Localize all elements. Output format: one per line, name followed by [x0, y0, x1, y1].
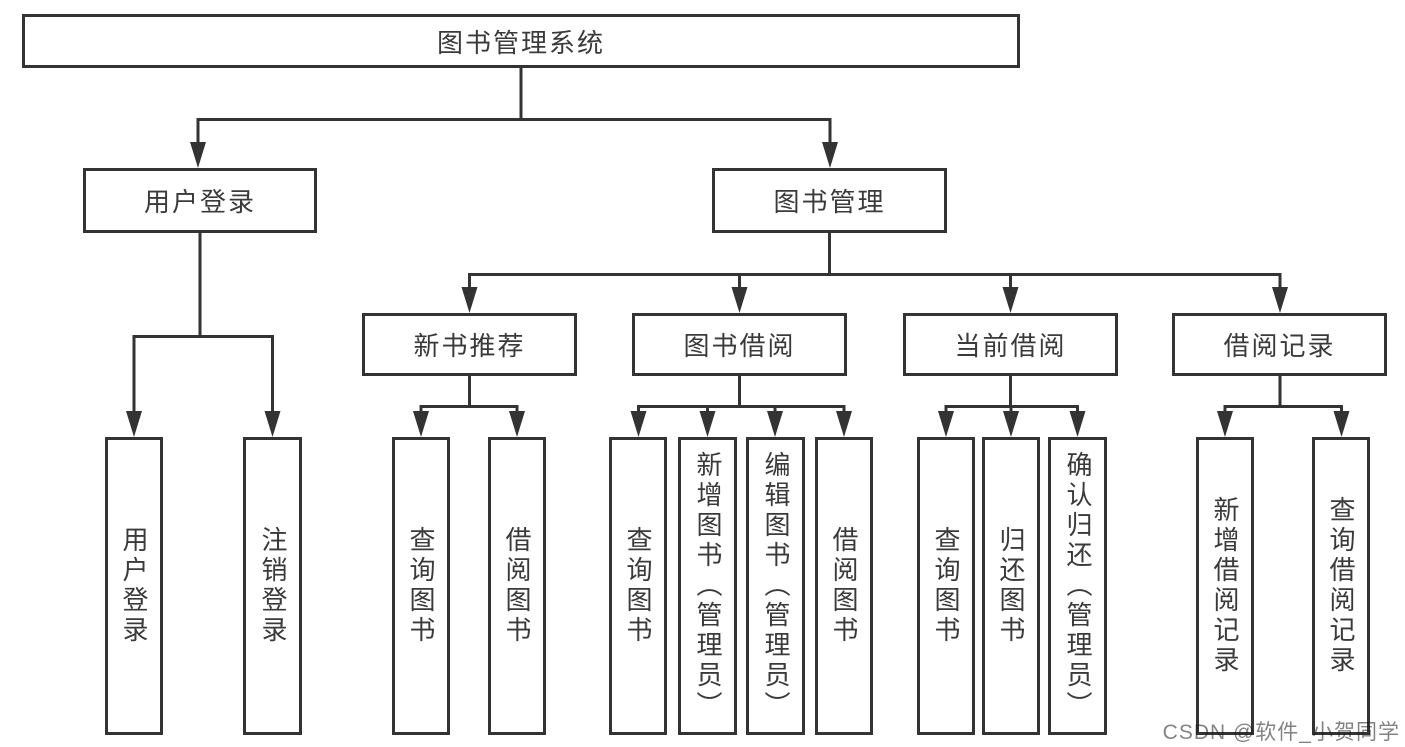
- leaf-query-borrow-record: 查询借阅记录: [1312, 437, 1370, 735]
- csdn-watermark: CSDN @软件_小贺同学: [1162, 721, 1400, 744]
- leaf-borrow-books: 借阅图书: [815, 437, 873, 735]
- leaf-user-login: 用户登录: [105, 437, 163, 735]
- arrowheads: [126, 142, 1350, 437]
- leaf-query-books-recommend: 查询图书: [392, 437, 450, 735]
- node-current-borrow: 当前借阅: [903, 313, 1118, 376]
- leaf-add-books-admin: 新增图书（管理员）: [678, 437, 737, 735]
- leaf-return-books: 归还图书: [982, 437, 1040, 735]
- leaf-edit-books-admin: 编辑图书（管理员）: [746, 437, 805, 735]
- leaf-query-books-current: 查询图书: [917, 437, 975, 735]
- node-borrow-records: 借阅记录: [1172, 313, 1387, 376]
- leaf-confirm-return-admin: 确认归还（管理员）: [1048, 437, 1107, 735]
- node-book-management: 图书管理: [712, 168, 947, 233]
- node-root-system: 图书管理系统: [22, 14, 1020, 68]
- node-user-login: 用户登录: [83, 168, 317, 233]
- node-book-borrow: 图书借阅: [632, 313, 847, 376]
- leaf-query-books-borrow: 查询图书: [609, 437, 667, 735]
- node-new-book-recommend: 新书推荐: [362, 313, 577, 376]
- leaf-logout: 注销登录: [243, 437, 302, 735]
- leaf-borrow-books-recommend: 借阅图书: [488, 437, 546, 735]
- leaf-add-borrow-record: 新增借阅记录: [1196, 437, 1254, 735]
